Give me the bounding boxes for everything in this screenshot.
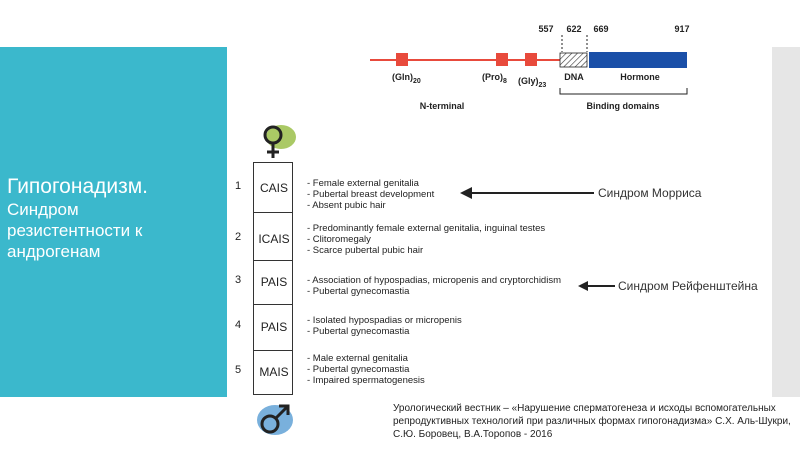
- row-description-4: - Isolated hypospadias or micropenis - P…: [307, 315, 462, 337]
- dna-label: DNA: [564, 72, 584, 82]
- hormone-domain-box: [589, 52, 687, 68]
- gln-repeat-box: [396, 53, 408, 66]
- right-strip: [772, 47, 800, 397]
- gly-label: (Gly)23: [518, 76, 546, 89]
- row-description-1: - Female external genitalia - Pubertal b…: [307, 178, 434, 211]
- gly-repeat-box: [525, 53, 537, 66]
- androgen-receptor-gene-diagram: 557 622 669 917 (Gln)20 (Pro)8 (Gly)23 D…: [370, 24, 690, 111]
- position-669: 669: [593, 24, 608, 34]
- binding-domains-bracket: [559, 88, 688, 95]
- position-557: 557: [538, 24, 553, 34]
- annotation-reifenstein: Синдром Рейфенштейна: [618, 279, 758, 293]
- row-abbr-pais-1: PAIS: [260, 275, 288, 289]
- row-abbr-pais-2: PAIS: [260, 320, 288, 334]
- description-line: - Impaired spermatogenesis: [307, 375, 425, 386]
- description-line: - Male external genitalia: [307, 353, 408, 364]
- row-divider: [254, 350, 292, 351]
- row-abbr-cais: CAIS: [259, 181, 288, 195]
- gln-label: (Gln)20: [392, 72, 421, 85]
- title-main: Гипогонадизм.: [7, 175, 149, 198]
- description-line: - Pubertal gynecomastia: [307, 326, 410, 337]
- description-line: - Clitoromegaly: [307, 234, 371, 245]
- description-line: - Female external genitalia: [307, 178, 419, 189]
- title-sub: Синдром резистентности к андрогенам: [7, 200, 143, 261]
- description-line: - Pubertal breast development: [307, 189, 435, 200]
- description-line: - Pubertal gynecomastia: [307, 364, 410, 375]
- annotation-morris: Синдром Морриса: [598, 186, 702, 200]
- description-line: - Predominantly female external genitali…: [307, 223, 546, 234]
- row-divider: [254, 304, 292, 305]
- row-abbr-icais: ICAIS: [258, 232, 290, 246]
- slide-title: Гипогонадизм. Синдром резистентности к а…: [7, 175, 222, 262]
- description-line: - Scarce pubertal pubic hair: [307, 245, 424, 256]
- phenotype-table: CAIS ICAIS PAIS PAIS MAIS: [253, 162, 293, 395]
- arrow-left-icon: [578, 281, 615, 291]
- female-symbol-icon: [263, 125, 296, 158]
- pro-label: (Pro)8: [482, 72, 507, 85]
- n-terminal-label: N-terminal: [420, 101, 465, 111]
- row-number-2: 2: [234, 231, 242, 243]
- hormone-label: Hormone: [620, 72, 660, 82]
- row-number-3: 3: [234, 274, 242, 286]
- row-description-5: - Male external genitalia - Pubertal gyn…: [307, 353, 425, 386]
- row-divider: [254, 212, 292, 213]
- male-symbol-icon: [257, 404, 293, 435]
- row-description-3: - Association of hypospadias, micropenis…: [307, 275, 561, 297]
- description-line: - Absent pubic hair: [307, 200, 386, 211]
- description-line: - Pubertal gynecomastia: [307, 286, 410, 297]
- row-divider: [254, 260, 292, 261]
- title-band: [0, 47, 227, 397]
- pro-repeat-box: [496, 53, 508, 66]
- dna-domain-box: [559, 52, 588, 68]
- binding-domains-label: Binding domains: [587, 101, 660, 111]
- row-description-2: - Predominantly female external genitali…: [307, 223, 545, 256]
- description-line: - Isolated hypospadias or micropenis: [307, 315, 462, 326]
- arrow-left-icon: [460, 187, 594, 199]
- row-number-5: 5: [234, 364, 242, 376]
- row-abbr-mais: MAIS: [259, 365, 289, 379]
- citation: Урологический вестник – «Нарушение сперм…: [393, 403, 791, 440]
- position-917: 917: [674, 24, 689, 34]
- position-622: 622: [566, 24, 581, 34]
- description-line: - Association of hypospadias, micropenis…: [307, 275, 561, 286]
- row-number-4: 4: [234, 319, 242, 331]
- row-number-1: 1: [234, 180, 242, 192]
